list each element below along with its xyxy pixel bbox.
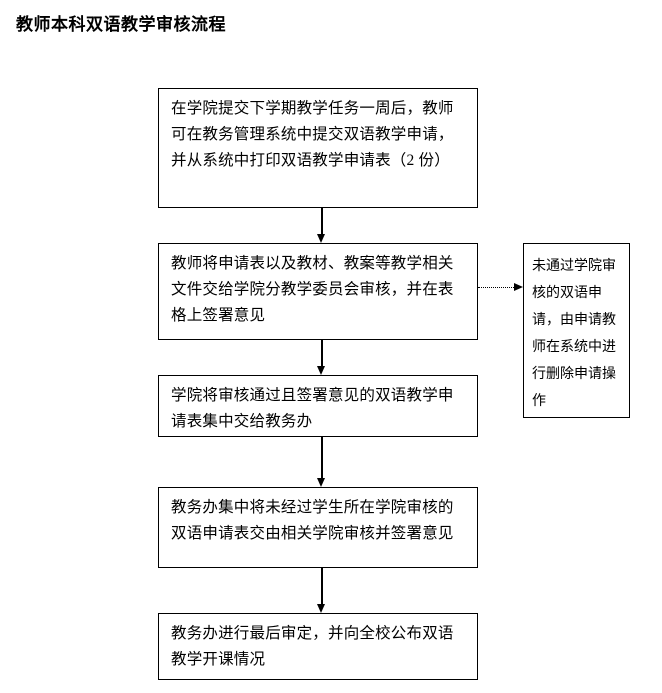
arrowhead-down-icon [317, 366, 325, 375]
connector-dotted-line [478, 287, 514, 288]
connector-step2-to-step3 [317, 340, 326, 375]
connector-step4-to-step5 [317, 568, 326, 613]
flow-step-2-text: 教师将申请表以及教材、教案等教学相关文件交给学院分教学委员会审核，并在表格上签署… [171, 255, 454, 324]
connector-line [321, 568, 323, 605]
page-title: 教师本科双语教学审核流程 [16, 15, 226, 34]
arrowhead-down-icon [317, 234, 325, 243]
connector-step1-to-step2 [317, 208, 326, 243]
flow-step-5-box: 教务办进行最后审定，并向全校公布双语教学开课情况 [158, 613, 478, 680]
flow-step-3-text: 学院将审核通过且签署意见的双语教学申请表集中交给教务办 [171, 387, 454, 430]
flow-step-5-text: 教务办进行最后审定，并向全校公布双语教学开课情况 [171, 625, 454, 668]
exception-box-text: 未通过学院审核的双语申请，由申请教师在系统中进行删除申请操作 [532, 257, 616, 408]
flow-step-4-text: 教务办集中将未经过学生所在学院审核的双语申请表交由相关学院审核并签署意见 [171, 499, 454, 542]
connector-line [321, 208, 323, 235]
arrowhead-right-icon [514, 283, 523, 291]
flow-step-1-box: 在学院提交下学期教学任务一周后，教师可在教务管理系统中提交双语教学申请，并从系统… [158, 88, 478, 208]
connector-step3-to-step4 [317, 437, 326, 487]
flow-step-3-box: 学院将审核通过且签署意见的双语教学申请表集中交给教务办 [158, 375, 478, 437]
arrowhead-down-icon [317, 604, 325, 613]
exception-box: 未通过学院审核的双语申请，由申请教师在系统中进行删除申请操作 [523, 243, 630, 418]
flow-step-2-box: 教师将申请表以及教材、教案等教学相关文件交给学院分教学委员会审核，并在表格上签署… [158, 243, 478, 340]
connector-line [321, 437, 323, 479]
arrowhead-down-icon [317, 478, 325, 487]
connector-line [321, 340, 323, 367]
flow-step-1-text: 在学院提交下学期教学任务一周后，教师可在教务管理系统中提交双语教学申请，并从系统… [171, 100, 454, 169]
flow-step-4-box: 教务办集中将未经过学生所在学院审核的双语申请表交由相关学院审核并签署意见 [158, 487, 478, 568]
connector-step2-to-exception [478, 283, 523, 292]
